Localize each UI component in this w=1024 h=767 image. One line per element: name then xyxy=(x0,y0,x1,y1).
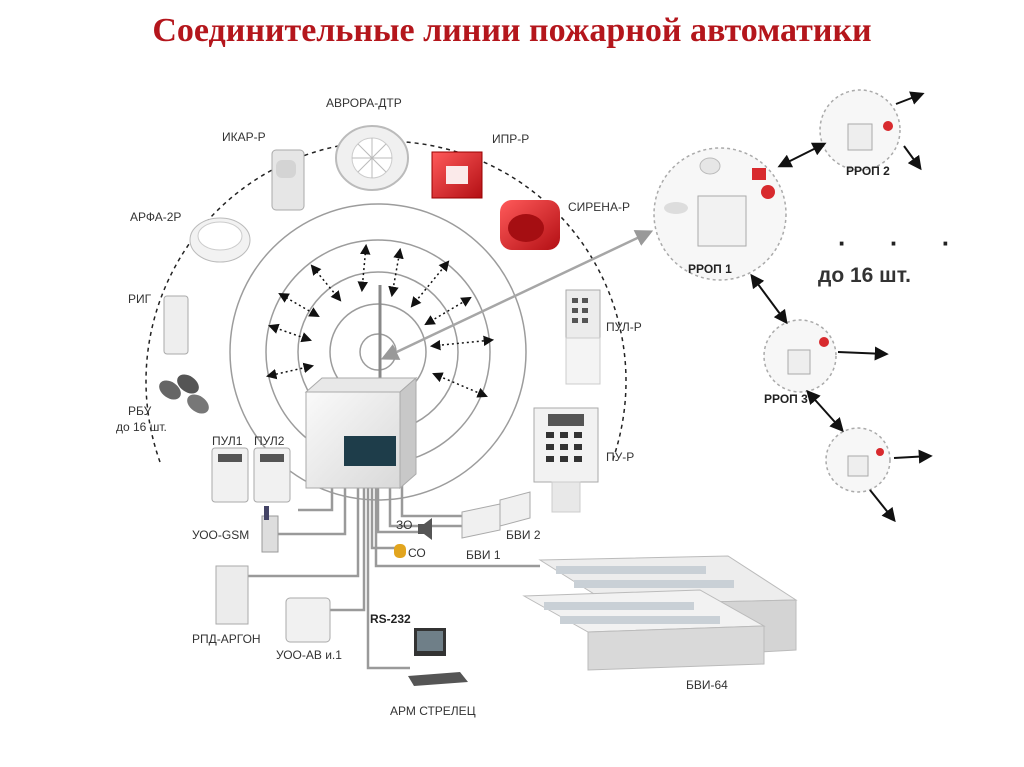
label-uoo-gsm: УОО-GSM xyxy=(192,528,250,542)
label-rbu: РБУ xyxy=(128,404,152,418)
page-title: Соединительные линии пожарной автоматики xyxy=(152,12,872,49)
wired-lines xyxy=(248,478,540,670)
label-rrop3: РРОП 3 xyxy=(764,392,808,406)
pul-r-device xyxy=(565,289,601,385)
label-ikar: ИКАР-Р xyxy=(222,130,266,144)
rrop1-node xyxy=(653,147,787,281)
label-arfa: АРФА-2Р xyxy=(130,210,182,224)
sirena-device xyxy=(500,200,560,250)
label-pul2: ПУЛ2 xyxy=(254,434,285,448)
label-avrora: АВРОРА-ДТР xyxy=(326,96,402,110)
central-panel xyxy=(304,285,418,490)
label-co: СО xyxy=(408,546,426,560)
arm-computer xyxy=(408,628,468,686)
uoo-av-device xyxy=(285,597,331,643)
label-bvi1: БВИ 1 xyxy=(466,548,501,562)
repeater-continuation-dots: · · · xyxy=(838,228,969,258)
label-pul1: ПУЛ1 xyxy=(212,434,243,448)
ipr-device xyxy=(431,151,483,199)
rrop4-node xyxy=(825,427,891,493)
rrop3-node xyxy=(763,319,837,393)
uoo-gsm-device xyxy=(261,506,279,553)
label-arm: АРМ СТРЕЛЕЦ xyxy=(390,704,476,718)
label-rs232: RS-232 xyxy=(370,612,411,626)
co-beacon xyxy=(394,544,406,558)
avrora-device xyxy=(335,125,409,191)
zo-speaker xyxy=(418,518,432,540)
label-rpd: РПД-АРГОН xyxy=(192,632,261,646)
link-to-rrop1-arrow xyxy=(380,230,654,360)
label-rbu-count: до 16 шт. xyxy=(116,420,167,434)
bvi-devices xyxy=(461,491,531,539)
label-pu-r: ПУ-Р xyxy=(606,450,635,464)
label-rrop1: РРОП 1 xyxy=(688,262,732,276)
rrop2-node xyxy=(819,89,901,171)
rbu-device xyxy=(159,374,209,414)
label-ipr: ИПР-Р xyxy=(492,132,530,146)
rig-device xyxy=(163,295,189,355)
repeater-arrows xyxy=(750,91,933,523)
ikar-device xyxy=(271,149,305,211)
rpd-argon-device xyxy=(215,565,249,625)
label-uoo-av: УОО-АВ и.1 xyxy=(276,648,342,662)
arfa-device xyxy=(189,217,251,263)
label-rrop2: РРОП 2 xyxy=(846,164,890,178)
bvi64-panels xyxy=(522,555,798,671)
label-zo: ЗО xyxy=(396,518,413,532)
label-bvi64: БВИ-64 xyxy=(686,678,728,692)
pu-r-device xyxy=(533,407,599,513)
label-bvi2: БВИ 2 xyxy=(506,528,541,542)
label-pul-r: ПУЛ-Р xyxy=(606,320,642,334)
label-repeater-count: до 16 шт. xyxy=(818,264,911,287)
label-sirena: СИРЕНА-Р xyxy=(568,200,630,214)
pul1-device xyxy=(211,447,249,503)
pul2-device xyxy=(253,447,291,503)
label-rig: РИГ xyxy=(128,292,152,306)
